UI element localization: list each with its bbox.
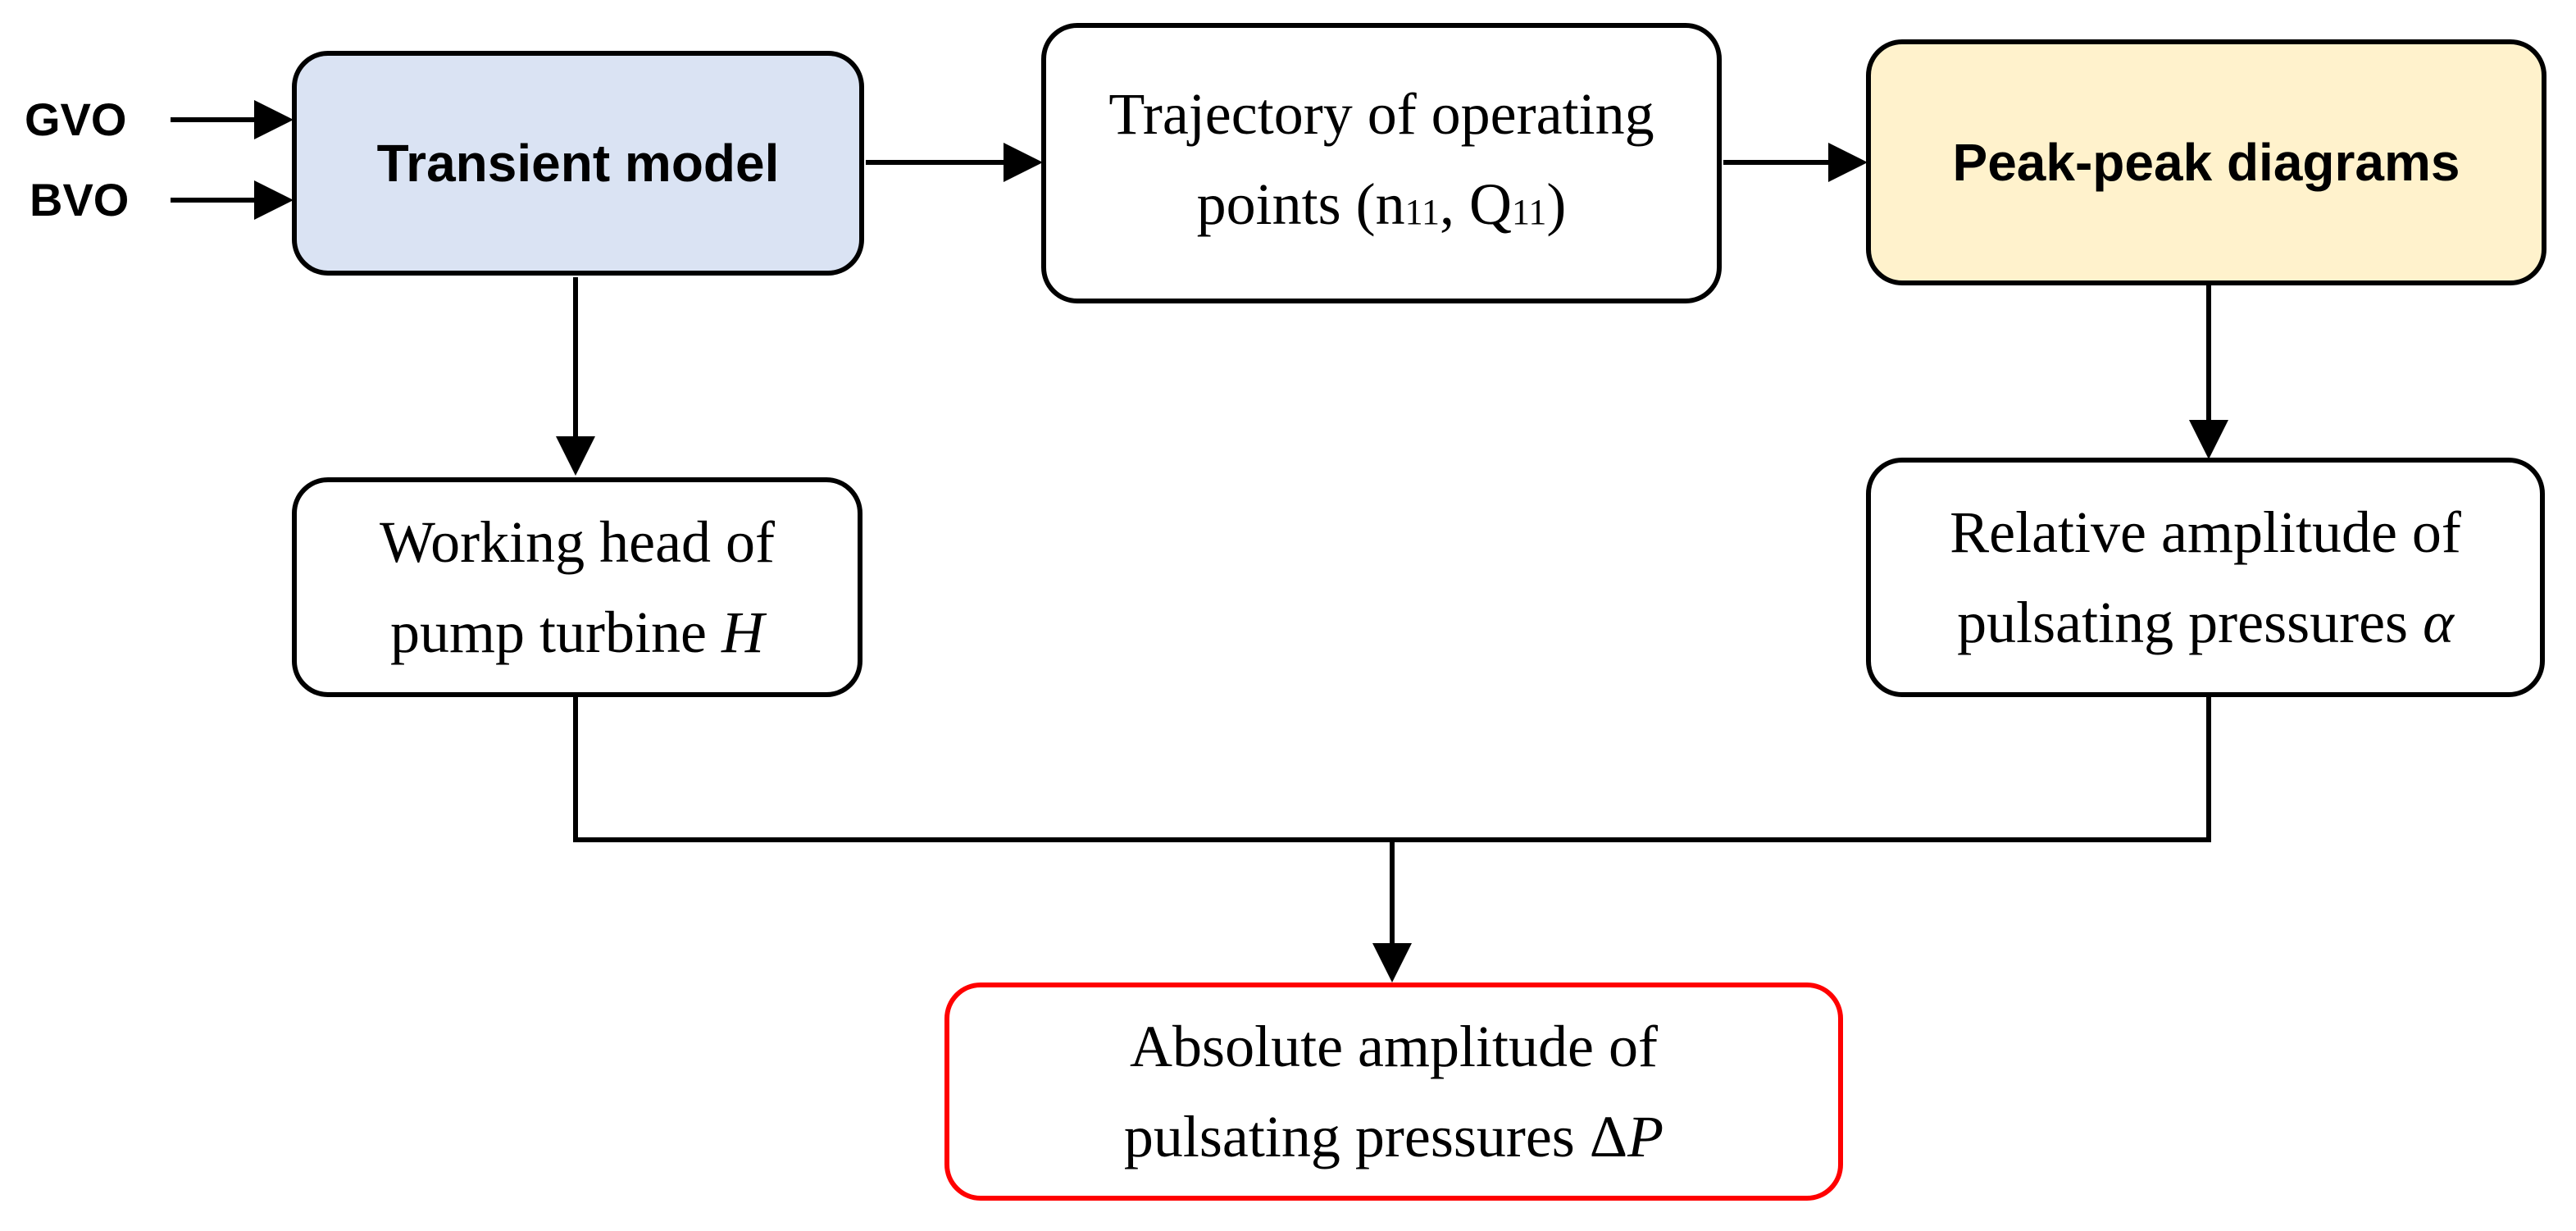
relative-amplitude-box: Relative amplitude of pulsating pressure… (1866, 458, 2545, 697)
trajectory-line1: Trajectory of operating (1108, 81, 1654, 147)
trajectory-q-subscript: 11 (1512, 192, 1547, 232)
working-head-text: pump turbine (390, 600, 721, 665)
working-head-symbol: H (721, 600, 764, 665)
trajectory-n-subscript: 11 (1404, 192, 1440, 232)
gvo-label: GVO (25, 93, 127, 145)
working-head-box: Working head of pump turbine H (292, 477, 862, 697)
bvo-label: BVO (30, 174, 130, 226)
merge-connector (573, 697, 2211, 842)
absolute-amplitude-line1: Absolute amplitude of (1130, 1014, 1658, 1079)
relative-amplitude-text: pulsating pressures (1957, 590, 2424, 655)
absolute-amplitude-text: pulsating pressures Δ (1123, 1104, 1628, 1169)
trajectory-separator: , Q (1440, 171, 1513, 237)
peak-diagrams-label: Peak-peak diagrams (1952, 133, 2460, 192)
absolute-amplitude-symbol: P (1627, 1104, 1664, 1169)
trajectory-box: Trajectory of operating points (n11, Q11… (1041, 23, 1722, 303)
transient-model-box: Transient model (292, 51, 864, 276)
absolute-amplitude-line2: pulsating pressures ΔP (1124, 1092, 1663, 1182)
absolute-amplitude-box: Absolute amplitude of pulsating pressure… (944, 983, 1843, 1201)
trajectory-points-prefix: points (n (1196, 171, 1405, 237)
relative-amplitude-line1: Relative amplitude of (1950, 499, 2461, 565)
trajectory-line2: points (n11, Q11) (1197, 159, 1567, 258)
working-head-line2: pump turbine H (390, 587, 764, 677)
peak-diagrams-box: Peak-peak diagrams (1866, 39, 2546, 285)
transient-model-label: Transient model (376, 134, 780, 193)
relative-amplitude-line2: pulsating pressures α (1957, 577, 2454, 668)
working-head-line1: Working head of (379, 509, 776, 575)
trajectory-close: ) (1546, 171, 1567, 237)
relative-amplitude-symbol: α (2423, 590, 2454, 655)
